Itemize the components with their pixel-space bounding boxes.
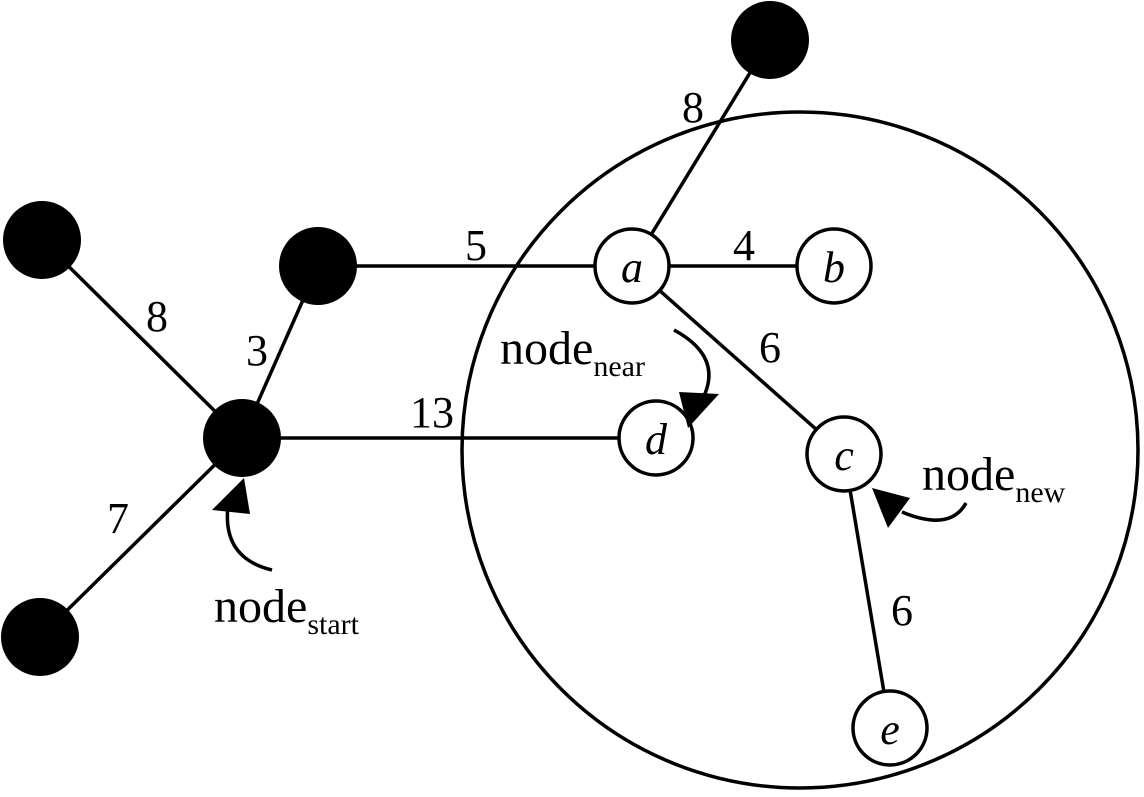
node-e: e: [851, 689, 929, 767]
callout-new-main: node: [922, 448, 1015, 501]
weight-start-bottom: 7: [107, 494, 129, 543]
node-b-label: b: [823, 243, 845, 292]
arrow-new-head: [872, 488, 910, 528]
edge-c-e: [842, 453, 892, 729]
weight-start-mid: 3: [246, 326, 268, 375]
weight-a-b: 4: [733, 221, 755, 270]
node-a: a: [593, 227, 671, 305]
arrow-start-head: [212, 478, 250, 514]
arrow-near-head: [679, 392, 719, 428]
callout-near-sub: near: [593, 350, 645, 383]
callout-start-main: node: [214, 580, 307, 633]
node-d: d: [617, 399, 695, 477]
node-b: b: [795, 227, 873, 305]
node-c: c: [805, 415, 883, 493]
arrow-start-curve: [225, 505, 273, 572]
node-bottom-left: [1, 598, 79, 676]
callout-node-near: nodenear: [500, 322, 719, 428]
weight-top-a: 8: [682, 83, 704, 132]
callout-node-new: nodenew: [872, 448, 1066, 528]
node-e-label: e: [880, 705, 900, 754]
edge-start-left: [40, 238, 244, 440]
svg-text:nodestart: nodestart: [214, 580, 360, 641]
weight-mid-a: 5: [465, 221, 487, 270]
search-radius-circle: [460, 110, 1140, 790]
callout-node-start: nodestart: [212, 478, 360, 641]
weight-a-c: 6: [759, 323, 781, 372]
callout-start-sub: start: [307, 608, 359, 641]
arrow-new-curve: [901, 502, 968, 522]
edge-start-bottom: [38, 436, 244, 639]
arrow-near-curve: [673, 328, 711, 397]
node-c-label: c: [834, 431, 854, 480]
node-left: [3, 201, 81, 279]
node-start: [203, 399, 281, 477]
node-mid: [279, 227, 357, 305]
svg-text:nodenew: nodenew: [922, 448, 1066, 509]
svg-text:nodenear: nodenear: [500, 322, 645, 383]
node-top: [731, 1, 809, 79]
edge-a-c: [630, 264, 846, 456]
callout-near-main: node: [500, 322, 593, 375]
node-d-label: d: [645, 415, 668, 464]
weight-start-d: 13: [410, 388, 454, 437]
callout-new-sub: new: [1015, 476, 1065, 509]
edge-top-a: [630, 39, 772, 267]
weight-c-e: 6: [891, 586, 913, 635]
weight-start-left: 8: [146, 292, 168, 341]
node-a-label: a: [621, 243, 643, 292]
